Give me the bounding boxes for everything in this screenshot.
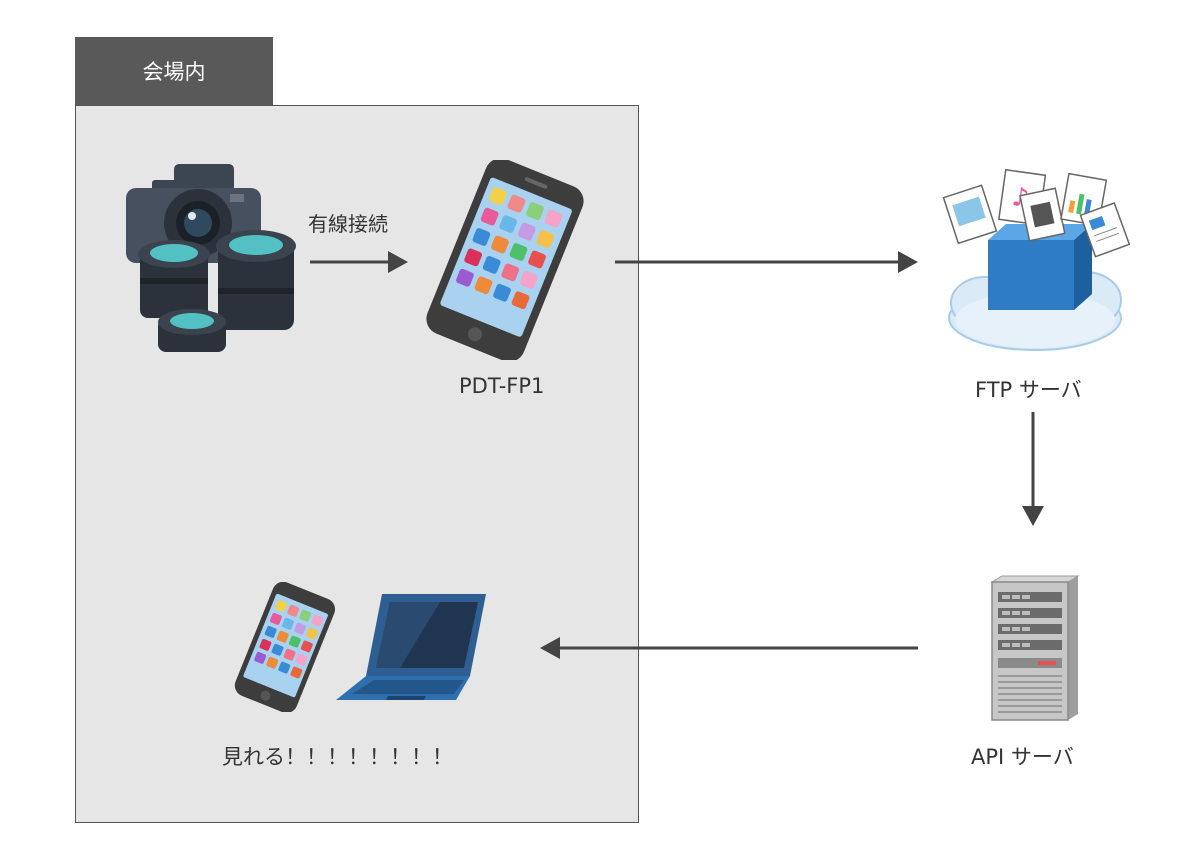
venue-tab: 会場内	[75, 37, 273, 105]
cloud-storage-icon: ♪	[942, 168, 1130, 351]
viewers-label: 見れる！！！！！！！！	[222, 745, 453, 769]
laptop-icon	[336, 594, 486, 700]
device-label: PDT-FP1	[459, 374, 545, 398]
arrow-camera-to-device	[310, 251, 408, 273]
camera-lenses-icon	[126, 164, 296, 352]
arrow-device-to-ftp	[615, 251, 918, 273]
server-tower-icon	[990, 575, 1080, 721]
arrow-ftp-to-api	[1022, 412, 1044, 526]
viewer-smartphone-icon	[234, 582, 336, 712]
venue-label: 会場内	[142, 60, 206, 84]
api-label: API サーバ	[971, 745, 1074, 769]
arrow-api-to-viewers	[540, 637, 918, 659]
edge-label-wired: 有線接続	[308, 212, 388, 236]
ftp-label: FTP サーバ	[975, 378, 1082, 402]
smartphone-icon	[426, 160, 584, 360]
